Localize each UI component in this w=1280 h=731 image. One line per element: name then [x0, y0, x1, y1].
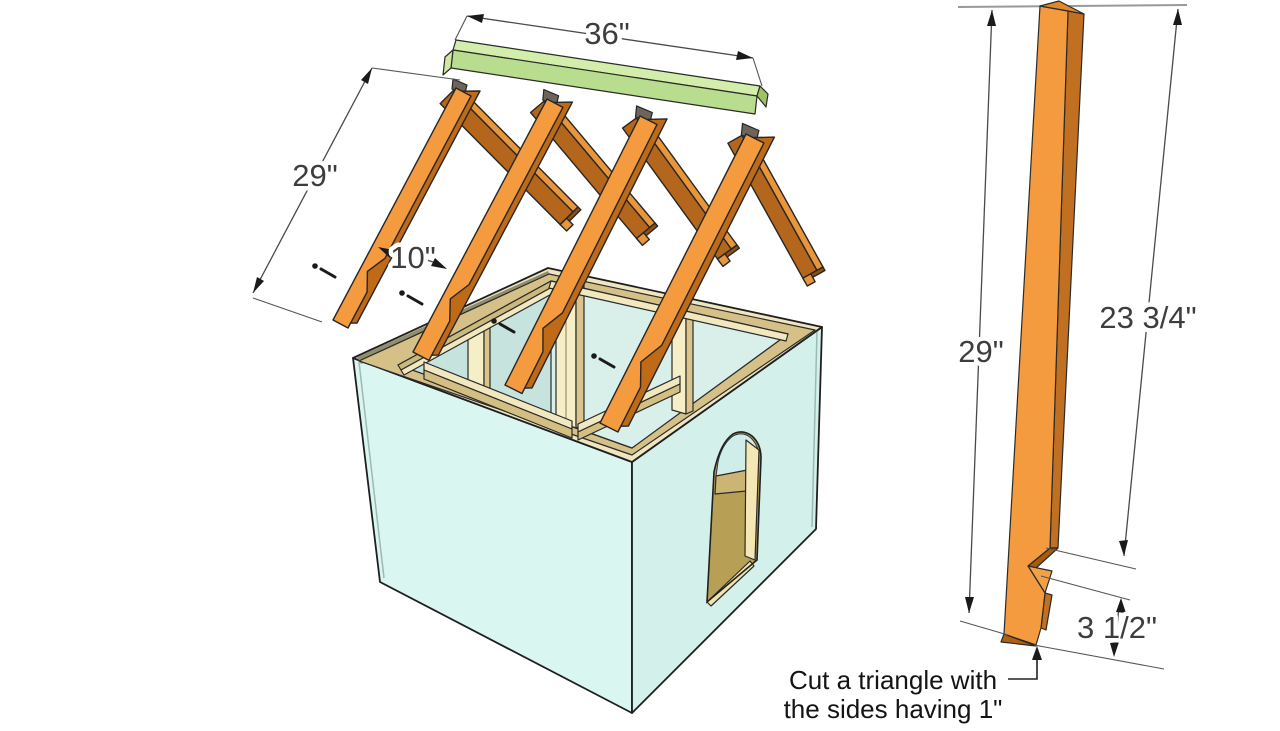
rafter-length-label: 29": [292, 158, 338, 193]
ridge-board: [442, 39, 769, 115]
callout-text-line1: Cut a triangle with: [789, 665, 997, 695]
rafter-end-notch-tab: [802, 273, 816, 287]
corner-post-side: [575, 280, 585, 429]
dimension-29in-right: 29": [954, 9, 1008, 636]
stud-side: [685, 310, 694, 415]
ridge-board-end-right: [756, 85, 769, 108]
rafter-face: [504, 115, 658, 395]
ridge-board-length-label: 36": [584, 16, 630, 51]
rafter-face: [332, 87, 472, 329]
rafter-end-notch-tab: [559, 217, 574, 232]
right-wall-edge: [811, 330, 818, 528]
detail-upper-segment-label: 23 3/4": [1099, 300, 1196, 335]
rafter-detail: [957, 0, 1188, 647]
left-wall-edge: [358, 361, 385, 579]
ridge-board-end-left: [442, 49, 454, 76]
nail-icon: [399, 290, 424, 306]
rafter-spacing-label: 10": [390, 240, 436, 275]
callout-note: Cut a triangle with the sides having 1": [781, 646, 1042, 727]
door-jamb: [744, 439, 760, 561]
bottom-plate-left-face: [423, 369, 573, 439]
dimension-23-3-4in: 23 3/4": [1045, 8, 1201, 570]
callout-text-line2: the sides having 1": [784, 694, 1003, 724]
leader-arrow: [1032, 646, 1042, 660]
rafter-end-notch-tab: [716, 253, 731, 268]
rafter-end-notch-tab: [635, 231, 650, 247]
detail-rafter-bottom: [1000, 633, 1037, 647]
nail-icon: [312, 263, 337, 279]
leader-line: [1008, 652, 1038, 680]
dimension-10in: 10": [378, 236, 447, 280]
detail-lower-segment-label: 3 1/2": [1077, 610, 1157, 645]
nail-icons: [312, 263, 616, 369]
rafter-face: [599, 133, 765, 433]
dimension-36in: 36": [454, 12, 763, 87]
top-reference-line: [957, 4, 1188, 8]
nail-icon: [591, 353, 616, 369]
dimension-3-1-2in: 3 1/2": [1033, 575, 1165, 670]
detail-rafter-length-label: 29": [958, 334, 1004, 369]
door-opening: [706, 431, 762, 607]
detail-rafter-top-cap: [1039, 0, 1085, 15]
nail-icon: [491, 318, 516, 334]
rafter-face: [412, 98, 564, 362]
door-outline: [706, 431, 762, 604]
dimension-29in-left: 29": [252, 67, 461, 323]
rafters-left-slope: [332, 78, 776, 433]
